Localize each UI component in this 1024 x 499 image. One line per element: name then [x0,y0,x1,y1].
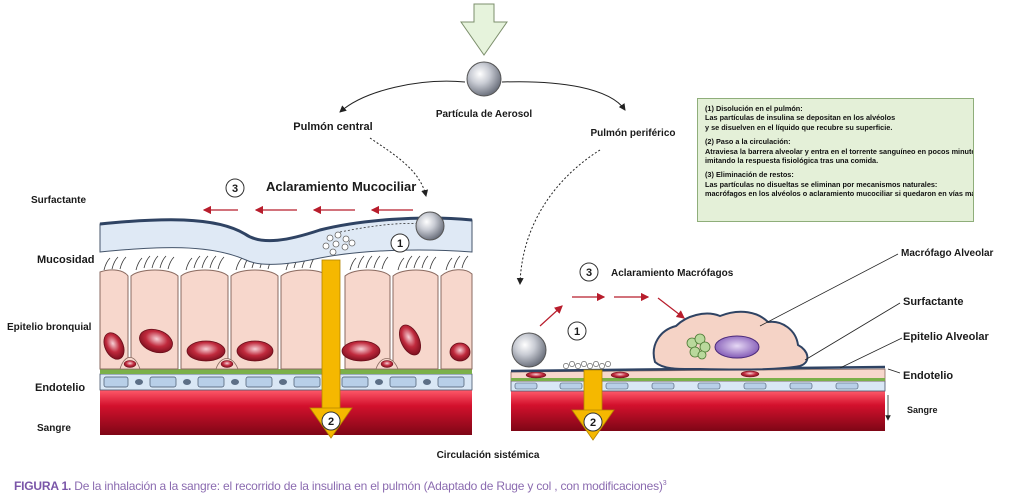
label-sangre-left: Sangre [37,423,71,434]
label-sangre-right: Sangre [907,405,938,415]
label-epitelio-alveolar: Epitelio Alveolar [903,331,990,343]
bronchial-panel: 2 1 3 Aclaramiento Mucociliar [99,178,473,439]
engulfed-particles [686,333,711,360]
peripheral-label: Pulmón periférico [590,128,675,139]
right-deposited-particle [511,332,547,368]
central-path [339,80,466,113]
basal-nuclei [123,360,394,368]
label-endotelio-left: Endotelio [35,382,85,394]
right-step-1: 1 [574,326,580,338]
central-label: Pulmón central [293,121,372,133]
figure-label: FIGURA 1. [14,479,72,493]
particle-label: Partícula de Aerosol [436,109,533,120]
left-endothelium-cells [103,376,465,388]
right-panel-title: Aclaramiento Macrófagos [611,268,734,279]
info-s1-line1: Las partículas de insulina se depositan … [705,113,896,123]
surface-particles [563,361,611,369]
left-deposited-particle [415,211,445,241]
info-s2-title: (2) Paso a la circulación: [705,137,791,147]
right-step-2: 2 [590,417,596,429]
alveolar-epithelial-nuclei [525,370,760,379]
epithelial-nuclei [103,324,471,362]
left-panel-title: Aclaramiento Mucociliar [266,179,416,194]
right-endothelium-cells [514,382,859,390]
macrophage-arrows [539,292,685,327]
info-s3-line2: macrófagos en los alvéolos o aclaramient… [705,189,973,199]
left-blood-layer [100,390,472,435]
info-s3-line1: Las partículas no disueltas se eliminan … [705,179,938,189]
figure-caption: FIGURA 1. De la inhalación a la sangre: … [14,479,667,493]
label-macrofago: Macrófago Alveolar [901,248,994,259]
label-surfactante-left: Surfactante [31,195,86,206]
left-surfactant-line [99,216,473,243]
caption-ref: 3 [662,480,667,487]
systemic-circulation-label: Circulación sistémica [437,450,540,461]
dissolving-particles [322,231,356,256]
info-s2-line2: imitando la respuesta fisiológica tras u… [705,156,879,166]
inhalation-arrow [460,3,508,56]
central-dashed-path [369,137,429,197]
info-box: (1) Disolución en el pulmón: Las partícu… [697,98,974,222]
peripheral-path [501,81,626,111]
info-s1-title: (1) Disolución en el pulmón: [705,104,803,113]
right-blood-layer [511,391,885,431]
macrophage-nucleus [714,335,760,359]
right-step-3: 3 [586,267,592,279]
left-step-3: 3 [232,183,238,195]
label-surfactante-right: Surfactante [903,296,964,308]
info-s1-line2: y se disuelven en el líquido que recubre… [705,122,893,132]
caption-text: De la inhalación a la sangre: el recorri… [71,479,663,493]
left-endothelium-nuclei [135,379,431,385]
aerosol-particle [466,61,502,97]
alveolar-panel: 2 1 3 Aclaramiento Macrófagos [510,262,886,441]
peripheral-dashed-path [516,149,601,285]
label-endotelio-right: Endotelio [903,370,953,382]
label-epitelio-bronquial: Epitelio bronquial [7,322,92,333]
left-step-2: 2 [328,416,334,428]
right-leader-lines [759,253,903,421]
label-mucosidad: Mucosidad [37,254,94,266]
info-s2-line1: Atraviesa la barrera alveolar y entra en… [705,146,974,156]
left-step-1: 1 [397,238,403,250]
info-s3-title: (3) Eliminación de restos: [705,170,794,180]
